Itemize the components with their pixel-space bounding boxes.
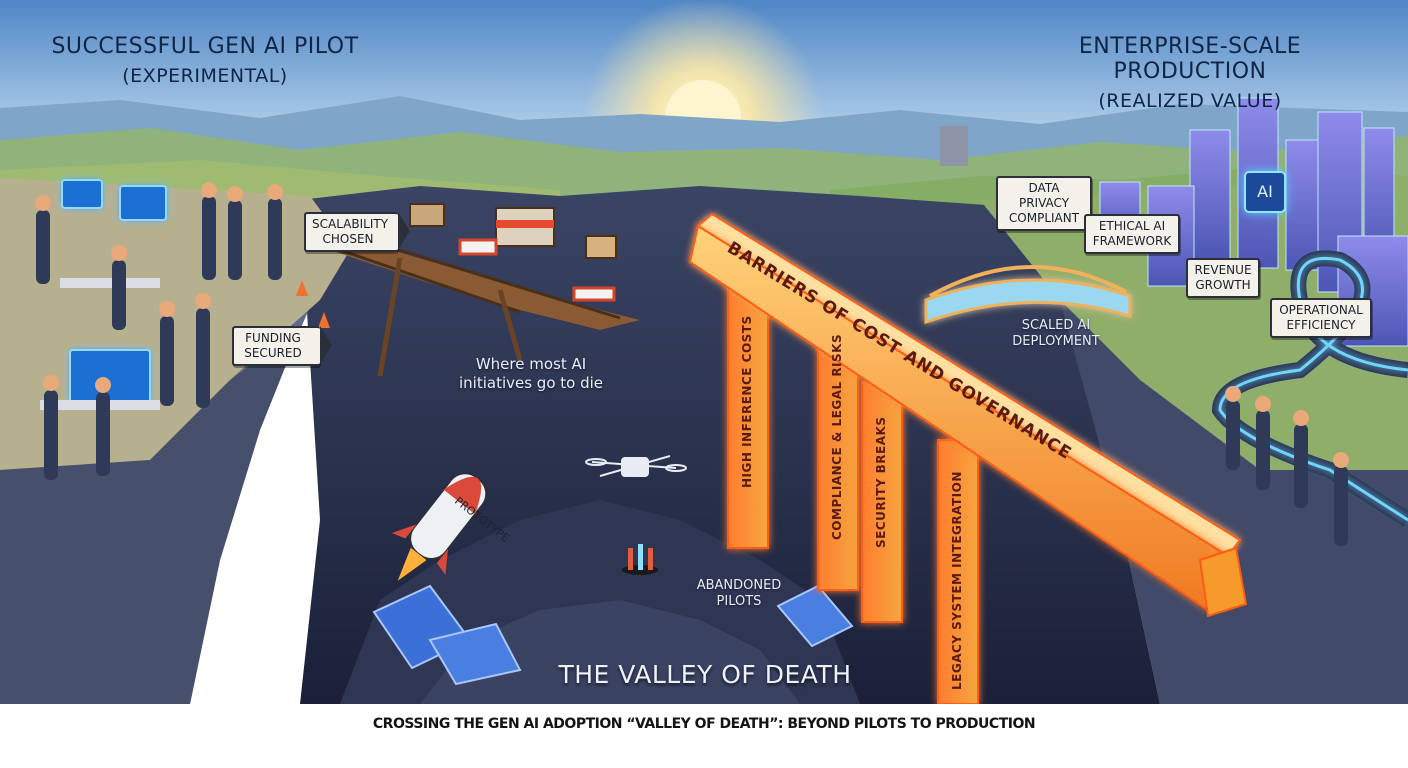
data-privacy-sign: DATA PRIVACY COMPLIANT: [996, 176, 1092, 231]
footer-title: CROSSING THE GEN AI ADOPTION “VALLEY OF …: [372, 716, 1036, 732]
pilot-team-area: [35, 179, 330, 480]
valley-of-death-label: THE VALLEY OF DEATH: [558, 660, 852, 689]
abandoned-pilots-label: ABANDONED PILOTS: [696, 578, 782, 609]
left-header: SUCCESSFUL GEN AI PILOT (EXPERIMENTAL): [30, 34, 380, 87]
left-header-subtitle: (EXPERIMENTAL): [122, 65, 288, 87]
scalability-sign: SCALABILITY CHOSEN: [304, 212, 410, 252]
drone: [585, 455, 687, 477]
bridge-caption: Where most AI initiatives go to die: [458, 355, 604, 392]
test-tubes: [622, 544, 658, 575]
left-header-title: SUCCESSFUL GEN AI PILOT: [51, 34, 359, 59]
right-header-title: ENTERPRISE-SCALE PRODUCTION: [1078, 34, 1302, 84]
broken-bridge: [330, 203, 640, 377]
ethical-ai-sign: ETHICAL AI FRAMEWORK: [1084, 214, 1180, 254]
pillar-label-inference: HIGH INFERENCE COSTS: [740, 315, 754, 488]
footer-band: CROSSING THE GEN AI ADOPTION “VALLEY OF …: [0, 704, 1408, 768]
barrier-structure: [688, 212, 1248, 704]
left-cliff-shade: [0, 330, 300, 704]
scaled-deployment-label: SCALED AI DEPLOYMENT: [1012, 318, 1100, 349]
prototype-rocket: [391, 472, 488, 581]
pillar-label-security: SECURITY BREAKS: [874, 416, 888, 548]
right-header: ENTERPRISE-SCALE PRODUCTION (REALIZED VA…: [1000, 34, 1380, 112]
right-header-subtitle: (REALIZED VALUE): [1098, 90, 1282, 112]
ai-badge: AI: [1244, 171, 1286, 213]
pillar-label-legacy: LEGACY SYSTEM INTEGRATION: [950, 471, 964, 690]
scaled-bridge: [924, 264, 1132, 325]
pillar-label-compliance: COMPLIANCE & LEGAL RISKS: [830, 333, 844, 540]
revenue-growth-sign: REVENUE GROWTH: [1186, 258, 1260, 298]
operational-efficiency-sign: OPERATIONAL EFFICIENCY: [1270, 298, 1372, 338]
funding-sign: FUNDING SECURED: [232, 326, 332, 366]
rubble-2: [420, 600, 800, 704]
right-cliff-shade: [1060, 300, 1408, 704]
blueprints: [372, 584, 854, 686]
